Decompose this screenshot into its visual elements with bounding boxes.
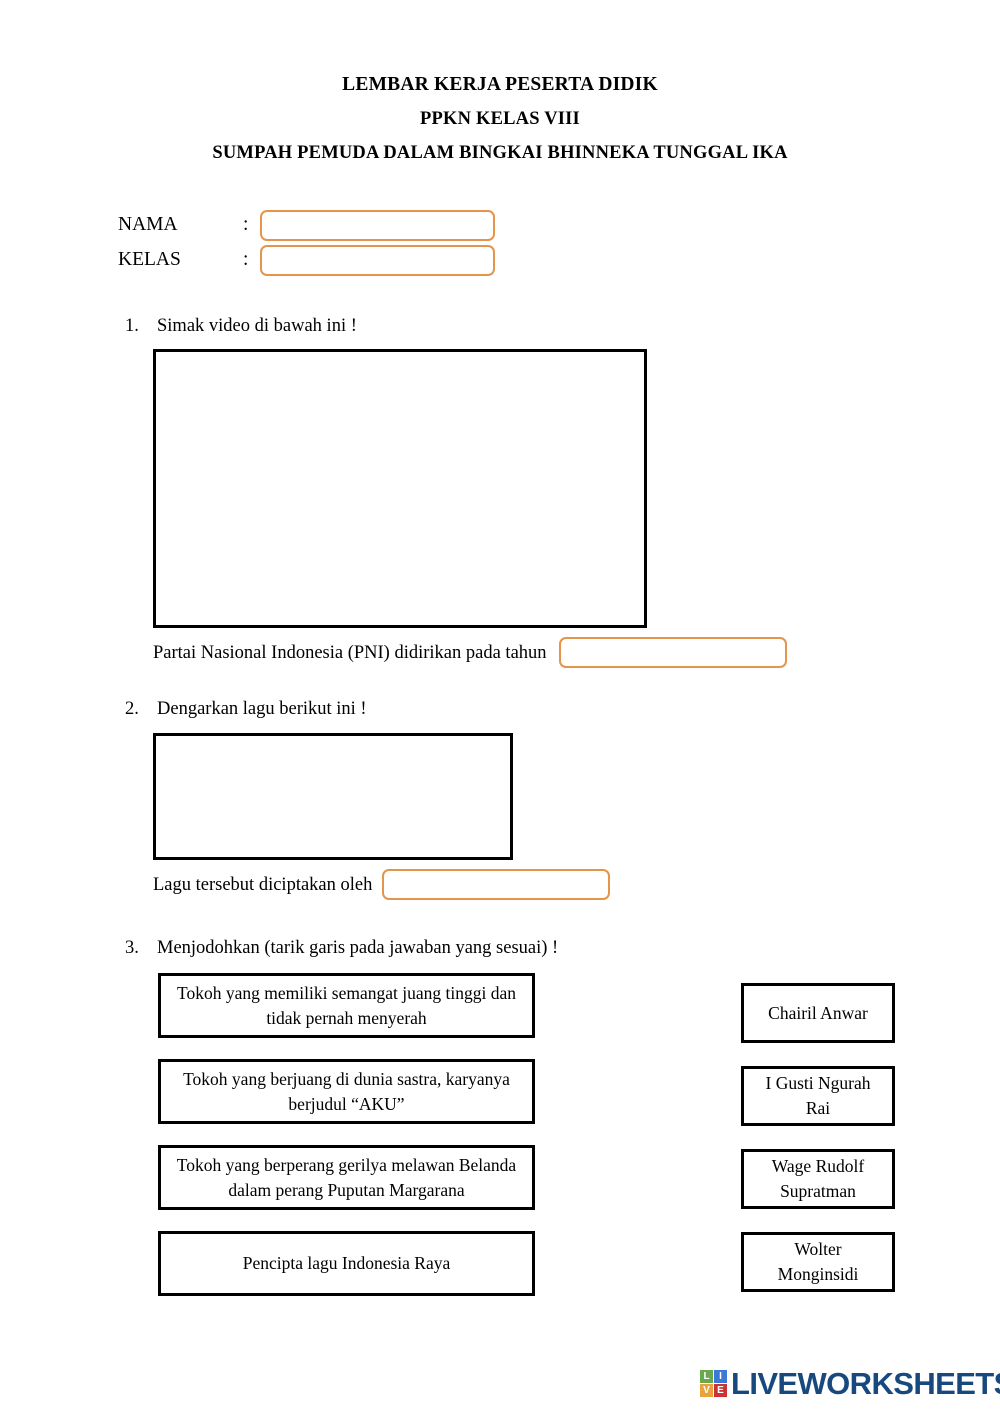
kelas-input[interactable] [260,244,495,276]
nama-label: NAMA [118,214,178,235]
matching-prompts-column: Tokoh yang memiliki semangat juang tingg… [158,973,535,1317]
logo-tile-e: E [714,1384,727,1397]
question-2: 2. Dengarkan lagu berikut ini ! Lagu ter… [125,696,611,900]
matching-answer-4[interactable]: Wolter Monginsidi [741,1232,895,1292]
matching-prompt-4[interactable]: Pencipta lagu Indonesia Raya [158,1231,535,1296]
logo-tile-l: L [700,1370,713,1383]
kelas-label: KELAS [118,249,181,270]
matching-answer-2[interactable]: I Gusti Ngurah Rai [741,1066,895,1126]
question-2-answer-row: Lagu tersebut diciptakan oleh [153,869,611,900]
question-1-heading: 1. Simak video di bawah ini ! [125,313,787,339]
question-2-text: Dengarkan lagu berikut ini ! [157,699,367,719]
page-title-line-2: PPKN KELAS VIII [420,109,580,129]
logo-wordmark: LIVEWORKSHEETS [731,1366,1000,1401]
question-2-number: 2. [125,699,139,719]
question-1-number: 1. [125,316,139,336]
matching-prompt-1[interactable]: Tokoh yang memiliki semangat juang tingg… [158,973,535,1038]
question-1-answer-row: Partai Nasional Indonesia (PNI) didirika… [153,637,787,668]
audio-player-placeholder[interactable] [153,733,513,860]
kelas-colon: : [243,249,249,270]
nama-input[interactable] [260,209,495,241]
question-2-heading: 2. Dengarkan lagu berikut ini ! [125,696,610,722]
identity-row-nama: NAMA : [118,208,538,242]
question-1: 1. Simak video di bawah ini ! Partai Nas… [125,313,787,668]
identity-row-kelas: KELAS : [118,243,538,277]
identity-section: NAMA : KELAS : [118,208,538,278]
question-3-number: 3. [125,938,139,958]
page-title-line-3: SUMPAH PEMUDA DALAM BINGKAI BHINNEKA TUN… [212,143,788,163]
question-1-text: Simak video di bawah ini ! [157,316,357,336]
matching-answer-1[interactable]: Chairil Anwar [741,983,895,1043]
matching-prompt-2[interactable]: Tokoh yang berjuang di dunia sastra, kar… [158,1059,535,1124]
matching-answer-3[interactable]: Wage Rudolf Supratman [741,1149,895,1209]
question-1-answer-label: Partai Nasional Indonesia (PNI) didirika… [153,642,547,663]
question-2-answer-label: Lagu tersebut diciptakan oleh [153,874,373,895]
video-player-placeholder[interactable] [153,349,647,628]
question-3-heading: 3. Menjodohkan (tarik garis pada jawaban… [125,935,898,961]
question-1-answer-input[interactable] [558,637,787,668]
matching-prompt-3[interactable]: Tokoh yang berperang gerilya melawan Bel… [158,1145,535,1210]
worksheet-header: LEMBAR KERJA PESERTA DIDIK PPKN KELAS VI… [0,68,1000,170]
logo-tiles-icon: L I V E [700,1370,727,1397]
matching-answers-column: Chairil Anwar I Gusti Ngurah Rai Wage Ru… [741,973,895,1315]
question-2-answer-input[interactable] [382,869,611,900]
liveworksheets-logo: L I V E LIVEWORKSHEETS [700,1368,1000,1399]
question-3-text: Menjodohkan (tarik garis pada jawaban ya… [157,938,559,958]
logo-tile-i: I [714,1370,727,1383]
logo-tile-v: V [700,1384,713,1397]
question-3: 3. Menjodohkan (tarik garis pada jawaban… [125,935,898,1296]
nama-colon: : [243,214,249,235]
page-title-line-1: LEMBAR KERJA PESERTA DIDIK [342,74,658,95]
